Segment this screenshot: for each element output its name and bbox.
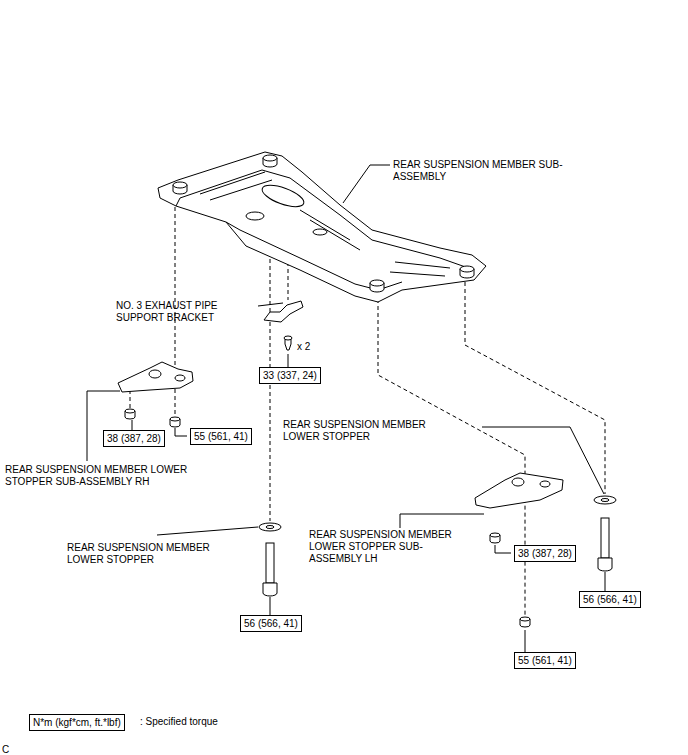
- torque-box: 56 (566, 41): [579, 591, 641, 608]
- torque-box: 55 (561, 41): [190, 428, 252, 445]
- torque-box: 38 (387, 28): [514, 545, 576, 562]
- lower-stopper-rh: [118, 362, 193, 427]
- quantity-label: x 2: [297, 341, 337, 353]
- note-label: : Specified torque: [140, 716, 280, 728]
- torque-box: 33 (337, 24): [259, 367, 321, 384]
- torque-box: 56 (566, 41): [240, 615, 302, 632]
- part-name: REAR SUSPENSION MEMBER LOWER STOPPER: [283, 419, 458, 443]
- torque-value: 38 (387, 28): [518, 547, 572, 560]
- torque-value: 55 (561, 41): [194, 430, 248, 443]
- part-name: REAR SUSPENSION MEMBER SUB-ASSEMBLY: [393, 159, 583, 183]
- torque-value: 55 (561, 41): [518, 654, 572, 667]
- note-label: C: [2, 744, 22, 755]
- torque-value: 33 (337, 24): [263, 369, 317, 382]
- part-name: REAR SUSPENSION MEMBER LOWER STOPPER SUB…: [309, 529, 464, 565]
- bolts-and-washers: [259, 496, 616, 596]
- part-name: NO. 3 EXHAUST PIPE SUPPORT BRACKET: [116, 300, 256, 324]
- torque-value: N*m (kgf*cm, ft.*lbf): [33, 716, 121, 729]
- torque-value: 38 (387, 28): [107, 432, 161, 445]
- torque-box: 55 (561, 41): [514, 652, 576, 669]
- torque-value: 56 (566, 41): [244, 617, 298, 630]
- part-name: REAR SUSPENSION MEMBER LOWER STOPPER SUB…: [5, 464, 220, 488]
- unit-legend-box: N*m (kgf*cm, ft.*lbf): [29, 714, 125, 731]
- leader-lines: [87, 165, 605, 652]
- torque-value: 56 (566, 41): [583, 593, 637, 606]
- torque-box: 38 (387, 28): [103, 430, 165, 447]
- part-name: REAR SUSPENSION MEMBER LOWER STOPPER: [67, 542, 237, 566]
